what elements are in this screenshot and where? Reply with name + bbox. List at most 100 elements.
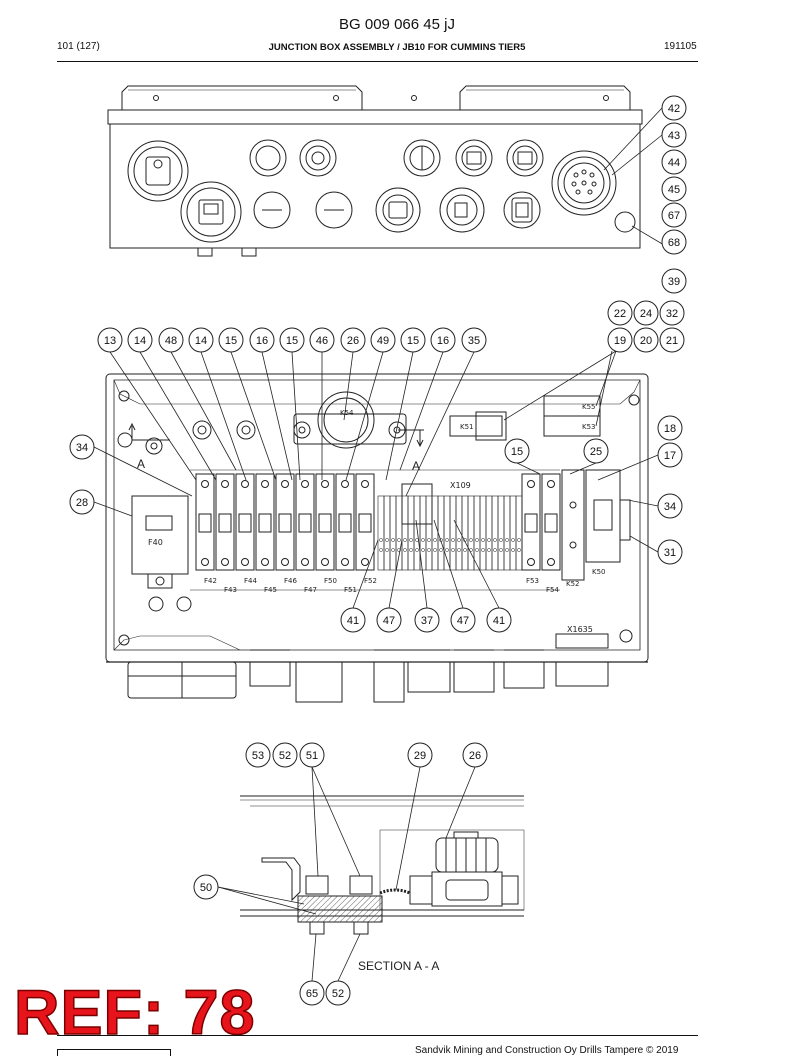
fuse: [255, 473, 275, 571]
fuse-label: F46: [284, 577, 297, 585]
callout-bubble: 26: [462, 742, 488, 768]
cable-gland: [299, 139, 337, 177]
terminal: [407, 495, 415, 571]
callout-number: 28: [76, 497, 88, 509]
callout-bubble: 14: [127, 327, 153, 353]
callout-bubble: 49: [370, 327, 396, 353]
page-heading: JUNCTION BOX ASSEMBLY / JB10 FOR CUMMINS…: [268, 42, 526, 53]
fuse-row-right: [521, 473, 561, 571]
callout-bubble: 28: [69, 489, 95, 515]
callout-bubble: 18: [657, 415, 683, 441]
callout-number: 37: [421, 615, 433, 627]
callout-number: 20: [640, 335, 652, 347]
terminal: [455, 495, 463, 571]
callout-bubble: 48: [158, 327, 184, 353]
terminal: [431, 495, 439, 571]
breather-valve: [614, 211, 636, 233]
relay-k55: K55: [543, 395, 601, 417]
x1635-label: X1635: [567, 625, 593, 634]
callout-bubble: 67: [661, 202, 687, 228]
footer-copyright: Sandvik Mining and Construction Oy Drill…: [415, 1045, 679, 1056]
relay-26-section: [409, 831, 519, 907]
callout-number: 17: [664, 450, 676, 462]
terminal: [377, 495, 385, 571]
x109-label: X109: [450, 481, 471, 490]
callout-number: 31: [664, 547, 676, 559]
cable-gland: [375, 187, 421, 233]
fuse-row: [195, 473, 375, 571]
terminal: [479, 495, 487, 571]
section-title: SECTION A - A: [358, 959, 439, 973]
callout-bubble: 65: [299, 980, 325, 1006]
terminal: [389, 495, 397, 571]
callout-bubble: 19: [607, 327, 633, 353]
fuse-label: F45: [264, 586, 277, 594]
callout-number: 25: [590, 446, 602, 458]
ref-stamp: REF: 78: [13, 978, 256, 1048]
k52-label: K52: [566, 580, 580, 588]
callout-number: 67: [668, 210, 680, 222]
terminal: [449, 495, 457, 571]
terminal: [413, 495, 421, 571]
callout-number: 14: [134, 335, 146, 347]
callout-number: 29: [414, 750, 426, 762]
callout-number: 19: [614, 335, 626, 347]
fuse-label: F42: [204, 577, 217, 585]
deutsch-connector: [503, 191, 541, 229]
terminal: [503, 495, 511, 571]
fuse-label: F52: [364, 577, 377, 585]
callout-bubble: 22: [607, 300, 633, 326]
callout-number: 35: [468, 335, 480, 347]
callout-number: 15: [407, 335, 419, 347]
terminal: [491, 495, 499, 571]
callout-bubble: 17: [657, 442, 683, 468]
callout-number: 45: [668, 184, 680, 196]
fuse: [315, 473, 335, 571]
terminal: [425, 495, 433, 571]
callout-number: 18: [664, 423, 676, 435]
callout-number: 15: [225, 335, 237, 347]
callout-number: 16: [256, 335, 268, 347]
fuse-label: F54: [546, 586, 559, 594]
section-marker-right: A: [412, 459, 420, 473]
section-view: SECTION A - A: [240, 795, 525, 973]
top-view: [107, 85, 643, 257]
callout-number: 51: [306, 750, 318, 762]
header-rule: [57, 61, 698, 62]
callout-number: 15: [511, 446, 523, 458]
leader-lines: [93, 107, 665, 982]
fuse: [275, 473, 295, 571]
callout-number: 34: [664, 501, 676, 513]
callout-bubble: 14: [188, 327, 214, 353]
fuse-label: F43: [224, 586, 237, 594]
callout-bubble: 15: [400, 327, 426, 353]
bottom-glands: [127, 649, 609, 703]
relay-k53: K53: [543, 415, 601, 437]
callout-bubble: 32: [659, 300, 685, 326]
callout-number: 44: [668, 157, 680, 169]
callout-bubble: 15: [218, 327, 244, 353]
callout-bubble: 52: [272, 742, 298, 768]
callout-bubble: 26: [340, 327, 366, 353]
cable-gland-large: [127, 140, 189, 202]
callout-number: 46: [316, 335, 328, 347]
callout-bubble: 47: [376, 607, 402, 633]
callout-bubble: 16: [249, 327, 275, 353]
fuse: [215, 473, 235, 571]
callout-number: 50: [200, 882, 212, 894]
callout-number: 47: [457, 615, 469, 627]
callout-number: 52: [279, 750, 291, 762]
round-connector: [551, 150, 617, 216]
terminal: [383, 495, 391, 571]
callout-bubble: 21: [659, 327, 685, 353]
terminal-block-x109: [377, 483, 523, 571]
callout-number: 24: [640, 308, 652, 320]
document-date: 191105: [664, 41, 697, 52]
connector-x1635: X1635: [555, 625, 609, 649]
terminal: [473, 495, 481, 571]
callout-bubble: 45: [661, 176, 687, 202]
terminal: [509, 495, 517, 571]
k54-label: K54: [340, 409, 354, 417]
